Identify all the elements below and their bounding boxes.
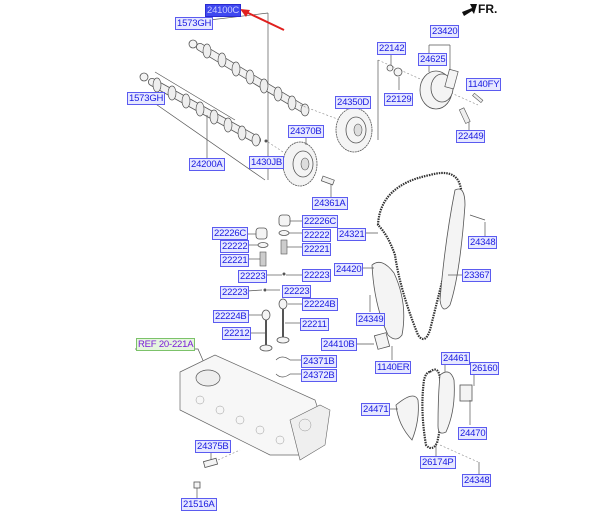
part-label-24371B[interactable]: 24371B: [301, 355, 337, 368]
part-label-22221-right[interactable]: 22221: [302, 243, 332, 256]
part-label-22223-a[interactable]: 22223: [238, 270, 268, 283]
part-label-22226C-right[interactable]: 22226C: [302, 215, 339, 228]
front-direction-arrow-icon: [462, 4, 477, 16]
part-label-22142[interactable]: 22142: [377, 42, 407, 55]
part-label-24200A[interactable]: 24200A: [189, 158, 225, 171]
part-label-24361A[interactable]: 24361A: [312, 197, 348, 210]
highlight-arrow-icon: [240, 9, 285, 31]
part-label-23367[interactable]: 23367: [462, 269, 492, 282]
camshaft-lower: [139, 72, 268, 158]
part-label-24349[interactable]: 24349: [356, 313, 386, 326]
part-label-22224B-right[interactable]: 22224B: [302, 298, 338, 311]
cvvt-actuator: [377, 44, 484, 140]
part-label-22449[interactable]: 22449: [456, 130, 486, 143]
sprocket-exhaust: [267, 138, 335, 197]
part-label-26174P[interactable]: 26174P: [420, 456, 456, 469]
part-label-22212[interactable]: 22212: [222, 327, 252, 340]
part-label-24461[interactable]: 24461: [441, 352, 471, 365]
cylinder-head: [135, 348, 331, 498]
part-label-22129[interactable]: 22129: [384, 93, 414, 106]
part-label-24625[interactable]: 24625: [418, 53, 448, 66]
part-label-22223-d[interactable]: 22223: [282, 285, 312, 298]
part-label-24348-lower[interactable]: 24348: [462, 474, 492, 487]
part-label-22222-right[interactable]: 22222: [302, 229, 332, 242]
part-label-24470[interactable]: 24470: [458, 427, 488, 440]
part-label-22221-left[interactable]: 22221: [220, 254, 250, 267]
front-direction-label: FR.: [478, 2, 498, 16]
timing-chain-main: [352, 171, 486, 360]
part-label-1573GH-lower[interactable]: 1573GH: [127, 92, 166, 105]
part-label-24348-upper[interactable]: 24348: [468, 236, 498, 249]
part-label-24350D[interactable]: 24350D: [335, 96, 372, 109]
camshaft-upper: [188, 39, 310, 117]
part-label-22223-c[interactable]: 22223: [220, 286, 250, 299]
part-label-22222-left[interactable]: 22222: [220, 240, 250, 253]
part-label-22226C-left[interactable]: 22226C: [212, 227, 249, 240]
part-label-1573GH-upper[interactable]: 1573GH: [175, 17, 214, 30]
part-label-24410B[interactable]: 24410B: [321, 338, 357, 351]
part-label-24471[interactable]: 24471: [361, 403, 391, 416]
part-label-1430JB[interactable]: 1430JB: [249, 156, 285, 169]
part-label-26160[interactable]: 26160: [470, 362, 500, 375]
reference-label[interactable]: REF 20-221A: [136, 338, 196, 351]
part-label-24321[interactable]: 24321: [337, 228, 367, 241]
part-label-23420[interactable]: 23420: [430, 25, 460, 38]
part-label-24420[interactable]: 24420: [334, 263, 364, 276]
part-label-22224B-left[interactable]: 22224B: [213, 310, 249, 323]
valve-train: [246, 214, 302, 378]
part-label-1140ER[interactable]: 1140ER: [375, 361, 412, 374]
sprocket-intake: [299, 102, 373, 153]
part-label-24372B[interactable]: 24372B: [301, 369, 337, 382]
part-label-22223-b[interactable]: 22223: [302, 269, 332, 282]
part-label-24375B[interactable]: 24375B: [195, 440, 231, 453]
camshaft-group-frame: [149, 12, 269, 181]
part-label-22211[interactable]: 22211: [300, 318, 329, 331]
timing-chain-secondary: [388, 365, 480, 474]
part-label-24370B[interactable]: 24370B: [288, 125, 324, 138]
part-label-1140FY[interactable]: 1140FY: [466, 78, 502, 91]
part-label-24100C[interactable]: 24100C: [205, 4, 242, 17]
